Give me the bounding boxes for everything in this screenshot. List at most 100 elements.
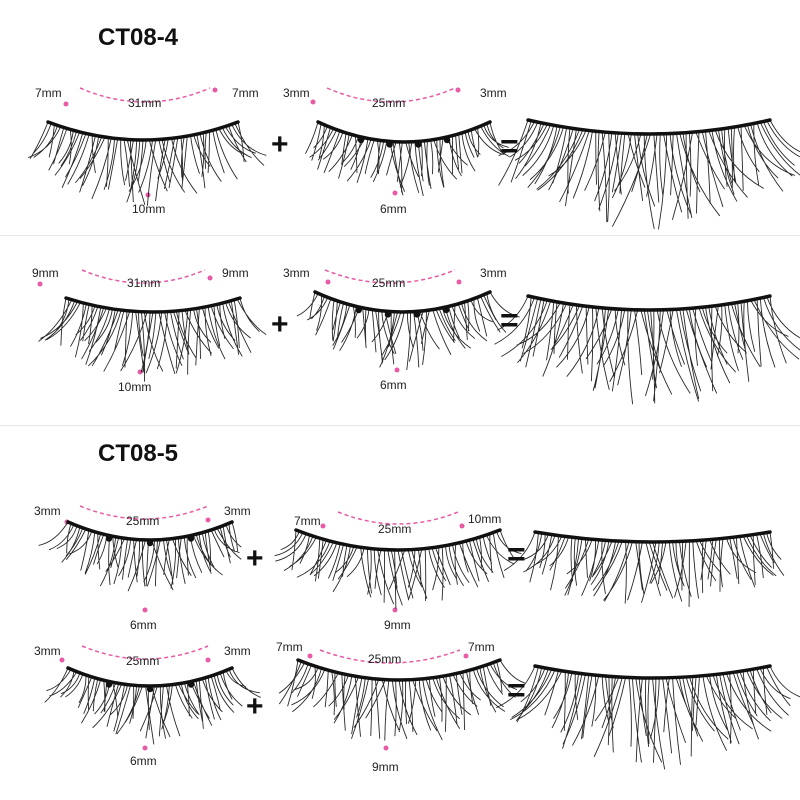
length-label: 3mm xyxy=(480,266,507,280)
width-label: 31mm xyxy=(128,96,162,110)
lash-band xyxy=(313,290,492,314)
center-length-label: 10mm xyxy=(132,202,166,216)
measurement-dot xyxy=(310,99,316,105)
measurement-dot xyxy=(459,523,465,529)
center-length-label: 6mm xyxy=(380,202,407,216)
measurement-dot xyxy=(307,653,313,659)
lash-fibers xyxy=(38,297,267,382)
magnet-bead xyxy=(415,141,422,148)
magnet-bead xyxy=(146,685,154,693)
magnet-bead xyxy=(105,681,113,688)
measurement-dot xyxy=(325,279,331,285)
length-label: 9mm xyxy=(222,266,249,280)
measurement-dot xyxy=(205,657,211,663)
length-label: 7mm xyxy=(232,86,259,100)
length-label: 7mm xyxy=(35,86,62,100)
width-label: 25mm xyxy=(126,654,160,668)
magnet-bead xyxy=(146,539,154,547)
lash-band xyxy=(316,120,492,144)
plus-sign: + xyxy=(271,308,289,341)
plus-sign: + xyxy=(246,690,264,723)
width-label: 25mm xyxy=(372,276,406,290)
magnet-bead xyxy=(187,535,195,542)
plus-sign: + xyxy=(246,542,264,575)
magnet-bead xyxy=(413,311,421,318)
lash-fibers xyxy=(496,665,800,770)
width-label: 25mm xyxy=(372,96,406,110)
magnet-bead xyxy=(187,681,195,688)
lash-fibers xyxy=(44,667,261,745)
lash-fibers xyxy=(503,531,785,608)
measurement-dot xyxy=(383,745,389,751)
magnet-bead xyxy=(443,306,450,314)
center-length-label: 9mm xyxy=(372,760,399,774)
equals-sign: = xyxy=(507,672,526,708)
length-label: 10mm xyxy=(468,512,502,526)
magnet-bead xyxy=(386,141,393,148)
length-label: 7mm xyxy=(276,640,303,654)
lash-fibers xyxy=(28,121,267,206)
measurement-dot xyxy=(456,279,462,285)
width-label: 25mm xyxy=(378,522,412,536)
length-label: 7mm xyxy=(294,514,321,528)
measurement-arc xyxy=(326,87,456,103)
width-label: 25mm xyxy=(368,652,402,666)
measurement-dot xyxy=(455,87,461,93)
lash-fibers xyxy=(296,291,520,371)
lash-fibers xyxy=(274,529,522,609)
lash-fibers xyxy=(278,659,526,741)
measurement-arc xyxy=(81,269,206,284)
measurement-dot xyxy=(205,517,211,523)
lash-band xyxy=(526,294,772,312)
magnet-bead xyxy=(357,136,365,144)
measurement-dot xyxy=(463,653,469,659)
measurement-dot xyxy=(392,190,398,196)
equals-sign: = xyxy=(500,128,519,164)
measurement-dot xyxy=(59,657,65,663)
length-label: 3mm xyxy=(283,266,310,280)
measurement-dot xyxy=(212,87,218,93)
lash-fibers xyxy=(38,521,242,592)
center-length-label: 6mm xyxy=(380,378,407,392)
lash-band xyxy=(66,666,234,688)
measurement-dot xyxy=(394,367,400,373)
length-label: 3mm xyxy=(283,86,310,100)
magnet-bead xyxy=(105,535,113,542)
measurement-arc xyxy=(79,87,211,103)
measurement-arc xyxy=(337,511,459,525)
divider xyxy=(0,235,800,236)
section-title-ct08-5: CT08-5 xyxy=(98,440,179,467)
magnet-bead xyxy=(384,311,392,318)
measurement-dot xyxy=(142,607,148,613)
length-label: 3mm xyxy=(224,504,251,518)
width-label: 25mm xyxy=(126,514,160,528)
measurement-dot xyxy=(320,523,326,529)
magnet-bead xyxy=(443,136,451,144)
center-length-label: 9mm xyxy=(384,618,411,632)
measurement-dot xyxy=(392,607,398,613)
center-length-label: 6mm xyxy=(130,618,157,632)
divider xyxy=(0,425,800,426)
length-label: 3mm xyxy=(34,504,61,518)
measurement-arc xyxy=(319,649,461,664)
lash-fibers xyxy=(494,295,800,405)
length-label: 3mm xyxy=(34,644,61,658)
measurement-dot xyxy=(207,275,213,281)
section-title-ct08-4: CT08-4 xyxy=(98,24,179,51)
measurement-dot xyxy=(142,745,148,751)
plus-sign: + xyxy=(271,128,289,161)
lash-fibers xyxy=(498,119,800,230)
measurement-arc xyxy=(81,645,209,660)
lash-band xyxy=(533,530,772,544)
center-length-label: 10mm xyxy=(118,380,152,394)
length-label: 7mm xyxy=(468,640,495,654)
length-label: 9mm xyxy=(32,266,59,280)
measurement-arc xyxy=(79,505,209,520)
equals-sign: = xyxy=(507,536,526,572)
lash-fibers xyxy=(305,121,510,197)
lash-band xyxy=(526,118,772,136)
magnet-bead xyxy=(355,306,362,314)
measurement-arc xyxy=(324,269,456,284)
equals-sign: = xyxy=(500,302,519,338)
